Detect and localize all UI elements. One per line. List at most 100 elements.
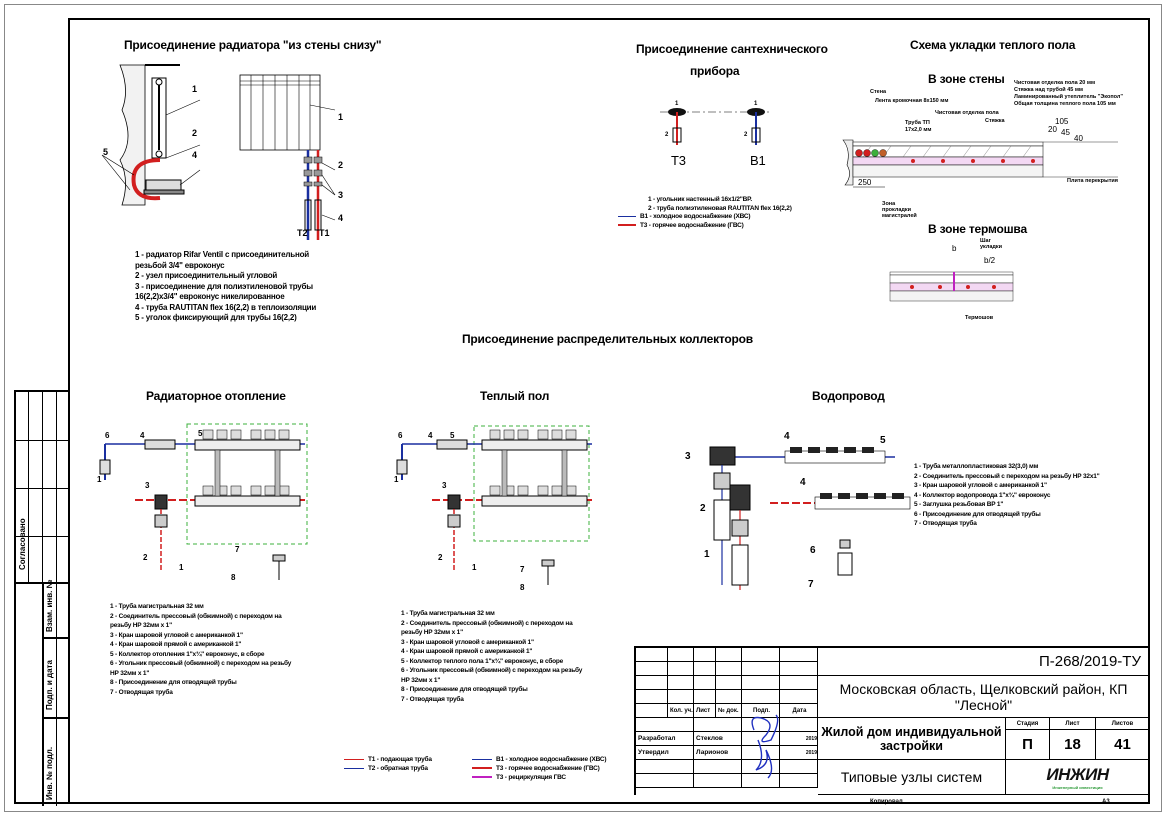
- note-line: 2 - узел присоединительный угловой: [135, 271, 278, 280]
- note-line: 1 - Труба магистральная 32 мм: [110, 603, 204, 610]
- note-line: 7 - Отводящая труба: [914, 520, 977, 527]
- label-slab: Плита перекрытия: [1067, 178, 1119, 184]
- svg-text:1: 1: [704, 549, 710, 560]
- note-line: 2 - труба полиэтиленовая RAUTITAN flex 1…: [648, 204, 792, 212]
- svg-text:8: 8: [520, 583, 525, 592]
- sanitary-section-title-2: прибора: [690, 64, 740, 78]
- note-line: НР 32мм х 1": [401, 676, 441, 684]
- note-line: 3 - присоединение для полиэтиленовой тру…: [135, 281, 313, 291]
- dim-45: 45: [1061, 128, 1070, 137]
- pipe-label-b1: В1: [750, 153, 766, 168]
- note-line: 1 - Труба металлопластиковая 32(3,0) мм: [914, 463, 1039, 470]
- svg-text:1: 1: [97, 475, 102, 484]
- svg-text:1: 1: [675, 101, 679, 107]
- label-screed: Стяжка: [985, 118, 1005, 124]
- svg-text:4: 4: [800, 477, 806, 488]
- note-line: 7 - Отводящая труба: [401, 695, 464, 703]
- svg-text:1: 1: [394, 475, 399, 484]
- note-line: 5 - уголок фиксирующий для трубы 16(2,2): [135, 313, 297, 322]
- radiator-heating-title: Радиаторное отопление: [146, 389, 286, 403]
- water-supply-notes: 1 - Труба металлопластиковая 32(3,0) мм …: [914, 462, 1100, 529]
- note-line: 4 - Кран шаровой прямой с американкой 1": [110, 641, 242, 648]
- svg-text:2: 2: [665, 132, 669, 138]
- side-label-inv-no: Взам. инв. №: [45, 579, 54, 633]
- sanitary-section-title-1: Присоединение сантехнического: [636, 42, 828, 56]
- svg-text:6: 6: [810, 545, 816, 556]
- legend-swatch: [618, 224, 636, 226]
- developed-date: 2019: [780, 732, 818, 746]
- radiator-heating-notes: 1 - Труба магистральная 32 мм 2 - Соедин…: [110, 602, 291, 697]
- floor-thermo-section: [889, 271, 1014, 302]
- legend-item: В1 - холодное водоснабжение (ХВС): [472, 755, 606, 764]
- sheet-title: Типовые узлы систем: [818, 760, 1006, 795]
- note-line: 8 - Присоединение для отводящей трубы: [401, 686, 528, 693]
- svg-text:2: 2: [700, 503, 706, 514]
- legend-swatch: [472, 776, 492, 779]
- legend-item: Т3 - горячее водоснабжение (ГВС): [618, 222, 750, 231]
- callout-4-front: 4: [338, 213, 344, 223]
- approved-date: 2019: [780, 746, 818, 760]
- water-supply-collector-diagram: 3 4 5 4 2 1 6 7: [685, 431, 911, 590]
- note-line: 2 - Соединитель прессовый (обжимной) с п…: [110, 612, 282, 620]
- legend-item: Т3 - рециркуляция ГВС: [472, 773, 606, 782]
- sanitary-notes: 1 - угольник настенный 16х1/2"ВР. 2 - тр…: [648, 196, 792, 213]
- note-line: 5 - Заглушка резьбовая ВР 1": [914, 501, 1004, 508]
- svg-text:7: 7: [235, 545, 240, 554]
- radiator-notes: 1 - радиатор Rifar Ventil с присоедините…: [135, 250, 316, 324]
- svg-text:4: 4: [140, 431, 145, 440]
- legend-item: Т1 - подающая труба: [344, 755, 432, 764]
- water-supply-title: Водопровод: [812, 389, 885, 403]
- note-line: резьбой 3/4" евроконус: [135, 260, 225, 270]
- note-line: 5 - Коллектор теплого пола 1"x¾" еврокон…: [401, 657, 564, 665]
- note-line: 6 - Угольник прессовый (обжимной) с пере…: [401, 667, 583, 674]
- side-label-agreed: Согласовано: [18, 518, 27, 570]
- legend-item: В1 - холодное водоснабжение (ХВС): [618, 213, 750, 222]
- svg-text:1: 1: [754, 101, 758, 107]
- radiator-collector-diagram: 6 4 5 3 1 2 1 7 8: [97, 423, 308, 582]
- svg-text:2: 2: [438, 553, 443, 562]
- document-code: П-268/2019-ТУ: [818, 648, 1150, 676]
- callout-3-front: 3: [338, 190, 344, 200]
- label-manifold-zone: Зона прокладки магистралей: [882, 201, 917, 219]
- floor-wall-zone-title: В зоне стены: [928, 72, 1005, 86]
- pipe-legend-right: В1 - холодное водоснабжение (ХВС) Т3 - г…: [472, 755, 606, 782]
- note-line: 3 - Кран шаровой угловой с американкой 1…: [401, 638, 534, 646]
- stage-value: П: [1006, 730, 1050, 760]
- approved-label: Утвердил: [636, 746, 694, 760]
- sheet-outer-border: [4, 4, 1162, 812]
- label-pipe: Труба ТП 17х2,0 мм: [905, 120, 932, 133]
- legend-item: Т2 - обратная труба: [344, 764, 432, 773]
- callout-4: 4: [192, 150, 198, 160]
- note-line: 7 - Отводящая труба: [110, 688, 173, 696]
- note-line: 16(2,2)x3/4" евроконус никелированное: [135, 292, 285, 301]
- floor-layer-annotations: Чистовая отделка пола 20 мм Стяжка над т…: [1014, 80, 1123, 107]
- svg-text:7: 7: [808, 579, 814, 590]
- svg-text:7: 7: [520, 565, 525, 574]
- sheets-value: 41: [1096, 730, 1150, 760]
- sheet-value: 18: [1050, 730, 1096, 760]
- svg-text:3: 3: [442, 481, 447, 490]
- company-logo: ИНЖИН Инженерный инвестиция: [1006, 760, 1150, 795]
- title-block: Кол. уч. Лист № док. Подп. Дата Разработ…: [634, 646, 1150, 795]
- sheet-label: Лист: [1050, 718, 1096, 730]
- legend-swatch: [344, 758, 364, 760]
- note-line: 1 - угольник настенный 16х1/2"ВР.: [648, 196, 752, 203]
- pipe-label-t3: Т3: [671, 153, 686, 168]
- dim-b2: b/2: [984, 256, 996, 265]
- svg-text:8: 8: [231, 573, 236, 582]
- drawing-frame: [68, 18, 1150, 804]
- pipe-label-t1: Т1: [319, 228, 330, 238]
- side-label-sign-date: Подп. и дата: [45, 660, 54, 710]
- legend-swatch: [618, 215, 636, 218]
- callout-1: 1: [192, 84, 198, 94]
- note-line: НР 32мм х 1": [110, 669, 150, 677]
- stage-label: Стадия: [1006, 718, 1050, 730]
- label-step: Шаг укладки: [980, 238, 1003, 250]
- note-line: резьбу НР 32мм х 1": [110, 622, 172, 629]
- svg-text:5: 5: [198, 429, 203, 438]
- sanitary-legend: В1 - холодное водоснабжение (ХВС) Т3 - г…: [618, 213, 750, 230]
- logo-subtext: Инженерный инвестиция: [1052, 784, 1103, 790]
- floor-section-title: Схема укладки теплого пола: [910, 38, 1076, 52]
- object-name: Жилой дом индивидуальной застройки: [818, 718, 1006, 760]
- copied-label: Копировал: [870, 799, 903, 805]
